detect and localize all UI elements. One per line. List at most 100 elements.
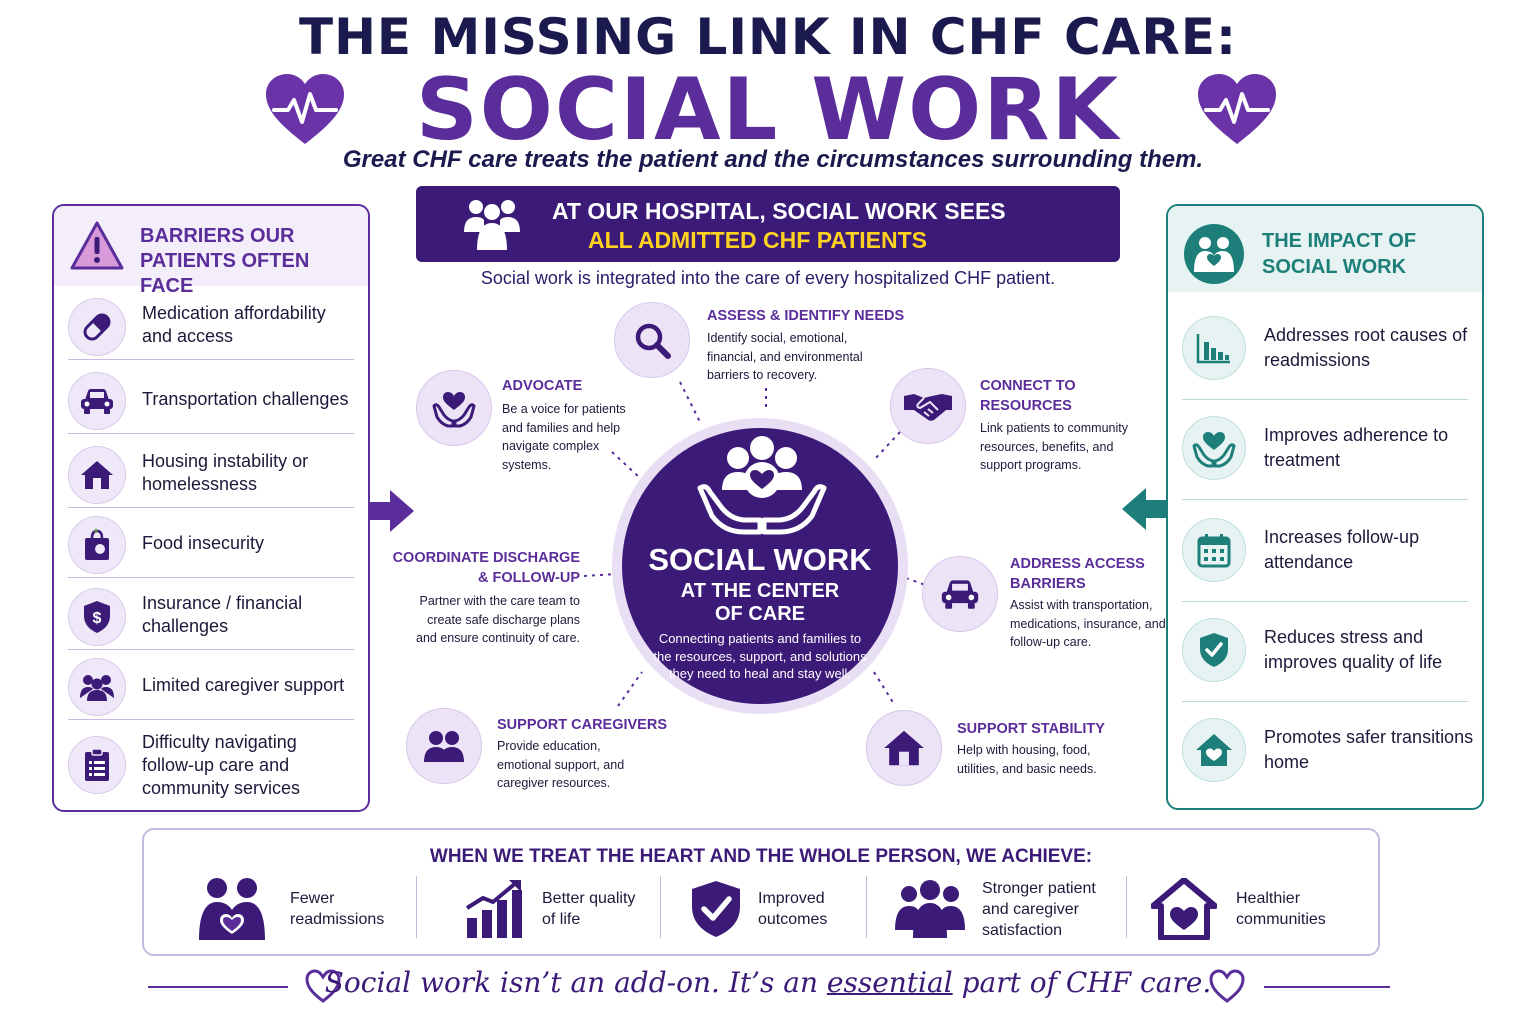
car-icon xyxy=(68,372,126,430)
barriers-header: BARRIERS OUR PATIENTS OFTEN FACE xyxy=(54,206,368,297)
heartbeat-heart-icon xyxy=(1198,74,1276,144)
impact-item: Reduces stress and improves quality of l… xyxy=(1182,602,1468,702)
achieve-heading: WHEN WE TREAT THE HEART AND THE WHOLE PE… xyxy=(429,846,1093,867)
group-icon xyxy=(464,200,520,250)
grocery-bag-icon xyxy=(68,516,126,574)
arrow-right-icon xyxy=(368,490,414,532)
impact-label: Improves adherence to treatment xyxy=(1264,425,1449,470)
center-description: Connecting patients and families to the … xyxy=(653,631,867,681)
car-icon xyxy=(922,556,998,632)
barrier-item: $ Insurance / financial challenges xyxy=(68,580,354,650)
clipboard-icon xyxy=(68,736,126,794)
shield-check-icon xyxy=(1182,618,1246,682)
subtitle: Great CHF care treats the patient and th… xyxy=(342,146,1204,173)
house-icon xyxy=(68,446,126,504)
barrier-label: Transportation challenges xyxy=(142,388,349,409)
footer-rule-right xyxy=(1264,986,1390,988)
center-subtitle: AT THE CENTER OF CARE xyxy=(680,580,840,625)
service-desc-advocate: Be a voice for patients and families and… xyxy=(502,402,626,472)
handshake-icon xyxy=(890,368,966,444)
barrier-label: Food insecurity xyxy=(142,532,265,553)
service-desc-caregivers: Provide education, emotional support, an… xyxy=(497,739,625,790)
impact-heading: THE IMPACT OF SOCIAL WORK xyxy=(1262,230,1417,278)
impact-label: Reduces stress and improves quality of l… xyxy=(1264,627,1443,672)
barrier-item: Difficulty navigating follow-up care and… xyxy=(68,722,354,808)
achieve-label: Fewer readmissions xyxy=(290,890,385,928)
achieve-label: Better quality of life xyxy=(542,890,636,928)
arrow-left-icon xyxy=(1122,488,1168,530)
barrier-item: Limited caregiver support xyxy=(68,650,354,720)
service-title-caregivers: SUPPORT CAREGIVERS xyxy=(497,717,667,733)
people-icon xyxy=(406,708,482,784)
divider xyxy=(866,876,867,938)
impact-label: Promotes safer transitions home xyxy=(1264,727,1474,772)
shield-check-icon xyxy=(678,874,754,944)
achieve-item: Healthier communities xyxy=(1146,874,1366,948)
center-title: SOCIAL WORK xyxy=(648,542,872,577)
impact-label: Addresses root causes of readmissions xyxy=(1264,325,1468,370)
footer-tagline: Social work isn’t an add-on. It’s an ess… xyxy=(324,966,1212,999)
warning-icon xyxy=(70,221,124,270)
divider xyxy=(416,876,417,938)
achieve-item: Better quality of life xyxy=(456,874,666,948)
banner-line-2: ALL ADMITTED CHF PATIENTS xyxy=(588,227,928,253)
center-circle: SOCIAL WORK AT THE CENTER OF CARE Connec… xyxy=(622,428,898,704)
impact-item: Increases follow-up attendance xyxy=(1182,502,1468,602)
family-hands-heart-icon xyxy=(697,436,827,535)
service-desc-coordinate: Partner with the care team to create saf… xyxy=(416,594,580,645)
footer-rule-left xyxy=(148,986,288,988)
barriers-heading: BARRIERS OUR PATIENTS OFTEN FACE xyxy=(140,225,310,297)
achieve-label: Stronger patient and caregiver satisfact… xyxy=(982,879,1096,939)
achieve-box: WHEN WE TREAT THE HEART AND THE WHOLE PE… xyxy=(142,828,1380,956)
impact-panel: THE IMPACT OF SOCIAL WORK Addresses root… xyxy=(1166,204,1484,810)
service-title-coordinate: COORDINATE DISCHARGE & FOLLOW-UP xyxy=(392,550,580,586)
barriers-panel: BARRIERS OUR PATIENTS OFTEN FACE Medicat… xyxy=(52,204,370,812)
barrier-item: Transportation challenges xyxy=(68,364,354,434)
title-line-1: THE MISSING LINK IN CHF CARE: xyxy=(298,8,1237,66)
barrier-label: Limited caregiver support xyxy=(142,674,345,695)
heart-hands-icon xyxy=(416,370,492,446)
family-heart-icon xyxy=(194,874,270,944)
heartbeat-heart-icon xyxy=(266,74,344,144)
impact-label: Increases follow-up attendance xyxy=(1264,527,1420,572)
family-icon xyxy=(1184,224,1244,284)
bar-chart-icon xyxy=(1182,316,1246,380)
integrated-statement: Social work is integrated into the care … xyxy=(480,268,1056,288)
achieve-item: Fewer readmissions xyxy=(194,874,414,948)
group-icon xyxy=(892,874,968,944)
barrier-item: Food insecurity xyxy=(68,508,354,578)
people-icon xyxy=(68,658,126,716)
impact-item: Promotes safer transitions home xyxy=(1182,702,1473,802)
magnifier-icon xyxy=(614,302,690,378)
house-icon xyxy=(866,710,942,786)
service-title-advocate: ADVOCATE xyxy=(502,378,583,394)
banner-line-1: AT OUR HOSPITAL, SOCIAL WORK SEES xyxy=(552,198,1006,224)
house-heart-icon xyxy=(1146,874,1222,944)
achieve-item: Stronger patient and caregiver satisfact… xyxy=(892,874,1132,948)
barrier-label: Difficulty navigating follow-up care and… xyxy=(142,731,301,798)
impact-item: Improves adherence to treatment xyxy=(1182,400,1468,500)
heart-hands-icon xyxy=(1182,416,1246,480)
barrier-item: Housing instability or homelessness xyxy=(68,438,354,508)
service-title-connect: CONNECT TO RESOURCES xyxy=(980,378,1076,414)
divider xyxy=(660,876,661,938)
service-desc-assess: Identify social, emotional, financial, a… xyxy=(707,331,863,382)
house-heart-icon xyxy=(1182,718,1246,782)
impact-header: THE IMPACT OF SOCIAL WORK xyxy=(1168,206,1482,292)
impact-item: Addresses root causes of readmissions xyxy=(1182,300,1468,400)
title-line-2: SOCIAL WORK xyxy=(415,60,1121,160)
divider xyxy=(1126,876,1127,938)
heart-outline-icon xyxy=(305,969,341,1003)
achieve-item: Improved outcomes xyxy=(678,874,868,948)
barrier-label: Medication affordability and access xyxy=(142,303,326,346)
pill-icon xyxy=(68,298,126,356)
growth-chart-icon xyxy=(456,874,532,944)
calendar-icon xyxy=(1182,518,1246,582)
heart-outline-icon xyxy=(1209,969,1245,1003)
achieve-label: Improved outcomes xyxy=(758,890,828,928)
service-title-access: ADDRESS ACCESS BARRIERS xyxy=(1010,556,1145,592)
service-desc-access: Assist with transportation, medications,… xyxy=(1010,598,1166,649)
all-patients-banner: AT OUR HOSPITAL, SOCIAL WORK SEES ALL AD… xyxy=(416,186,1120,262)
service-desc-stability: Help with housing, food, utilities, and … xyxy=(957,743,1097,776)
service-desc-connect: Link patients to community resources, be… xyxy=(980,421,1128,472)
